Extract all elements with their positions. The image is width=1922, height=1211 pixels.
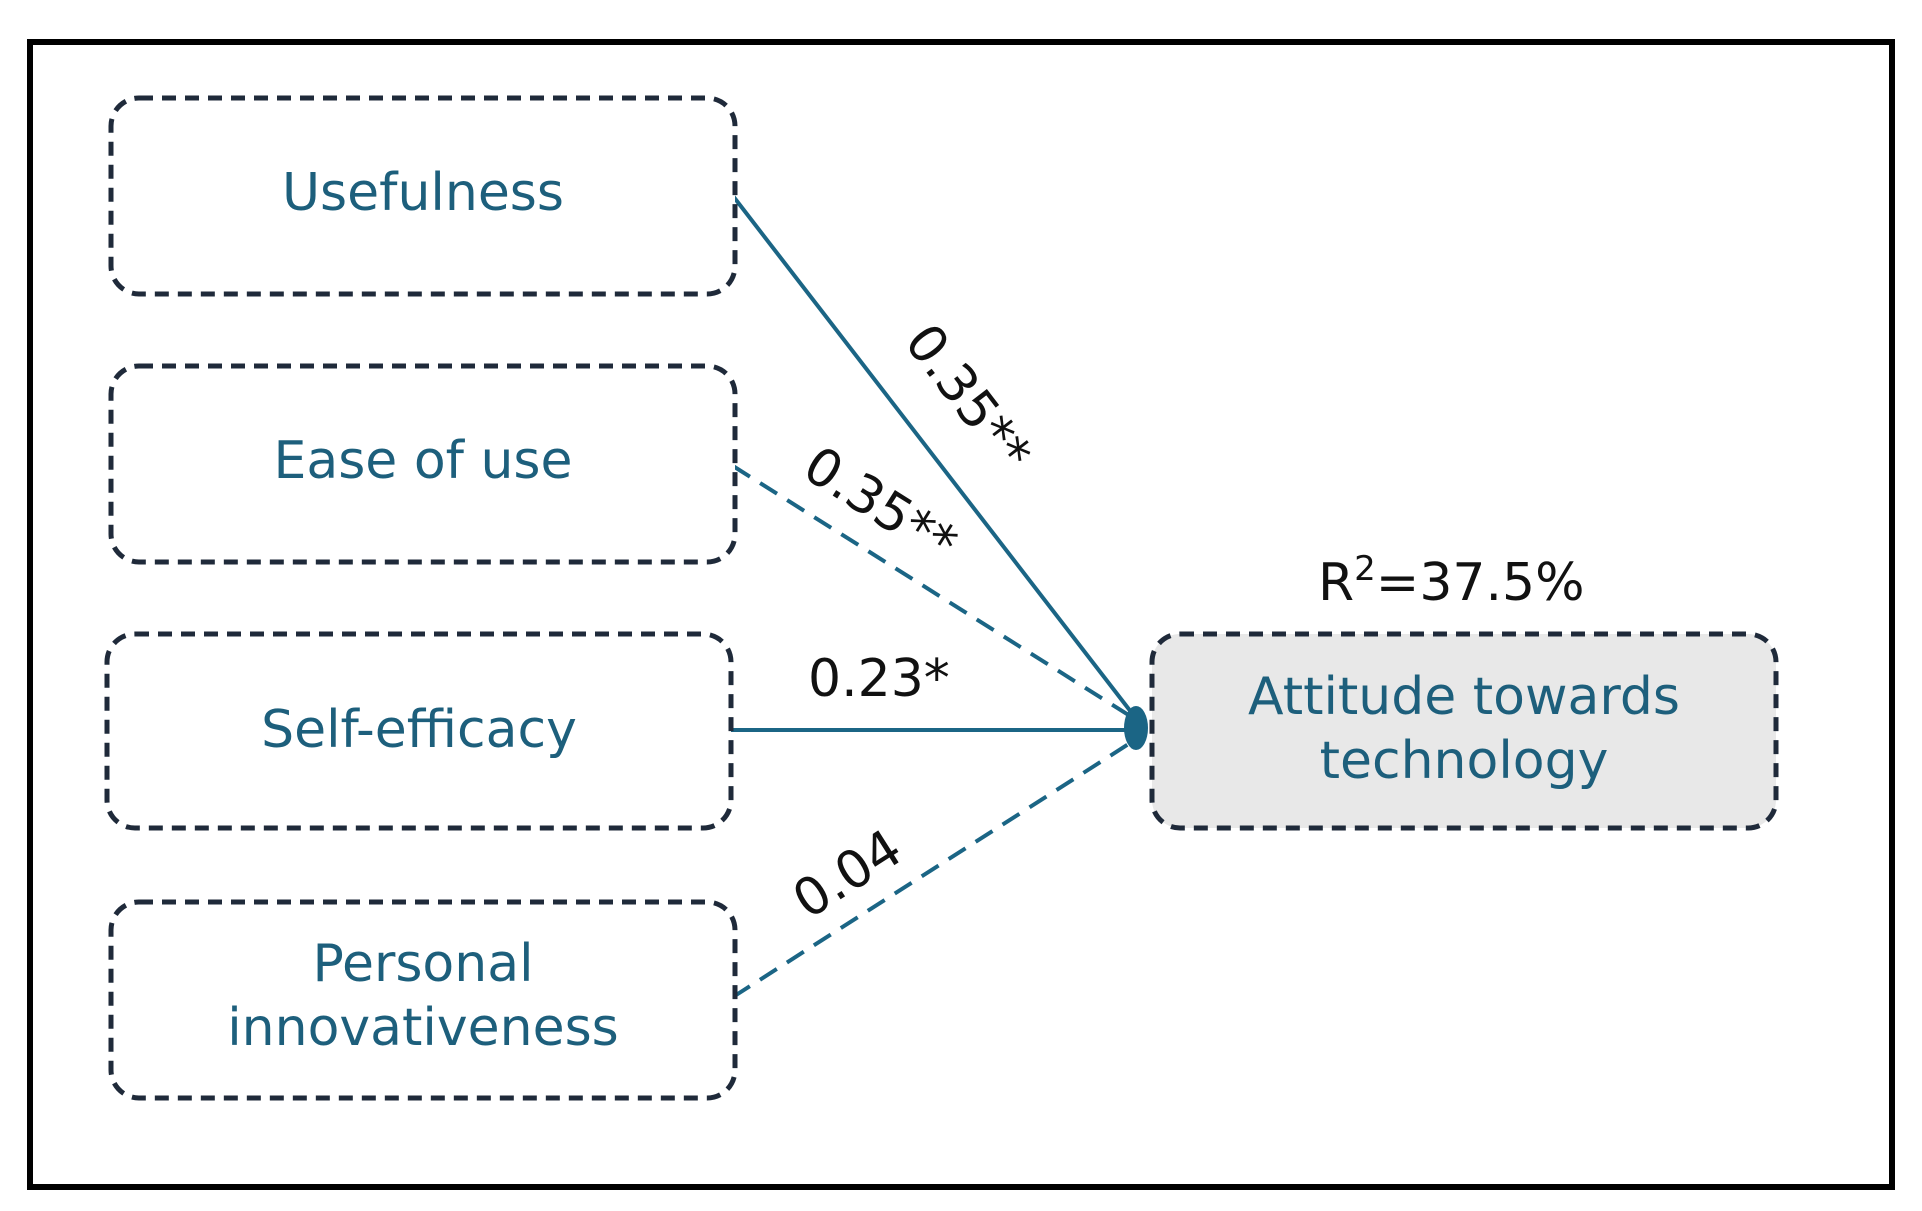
r-squared-label: R2=37.5% <box>1318 549 1585 613</box>
path-coefficient-usefulness: 0.35** <box>893 313 1043 483</box>
predictor-label: Usefulness <box>282 163 564 223</box>
predictor-box-ease-of-use: Ease of use <box>108 363 738 565</box>
predictor-label-line-1: Personal <box>312 934 533 994</box>
predictor-label-line-2: innovativeness <box>227 998 619 1058</box>
path-coefficient-ease-of-use: 0.35** <box>793 435 967 575</box>
outcome-label-line-2: technology <box>1320 731 1609 791</box>
path-line-ease-of-use <box>731 464 1140 723</box>
predictor-box-personal-innovativeness: Personal innovativeness <box>108 899 738 1101</box>
outcome-box: Attitude towards technology <box>1149 631 1779 831</box>
outcome-label-line-1: Attitude towards <box>1248 667 1680 727</box>
path-line-usefulness <box>731 194 1140 723</box>
predictor-label: Ease of use <box>273 431 572 491</box>
path-coefficient-personal-innovativeness: 0.04 <box>783 818 913 931</box>
arrowhead-icon <box>1124 706 1148 750</box>
predictor-box-usefulness: Usefulness <box>108 95 738 297</box>
path-coefficient-self-efficacy: 0.23* <box>808 649 950 709</box>
path-lines <box>731 194 1148 999</box>
path-line-personal-innovativeness <box>731 736 1140 999</box>
diagram-frame <box>27 39 1895 1190</box>
predictor-box-self-efficacy: Self-efficacy <box>104 631 734 831</box>
predictor-label: Self-efficacy <box>261 700 577 760</box>
